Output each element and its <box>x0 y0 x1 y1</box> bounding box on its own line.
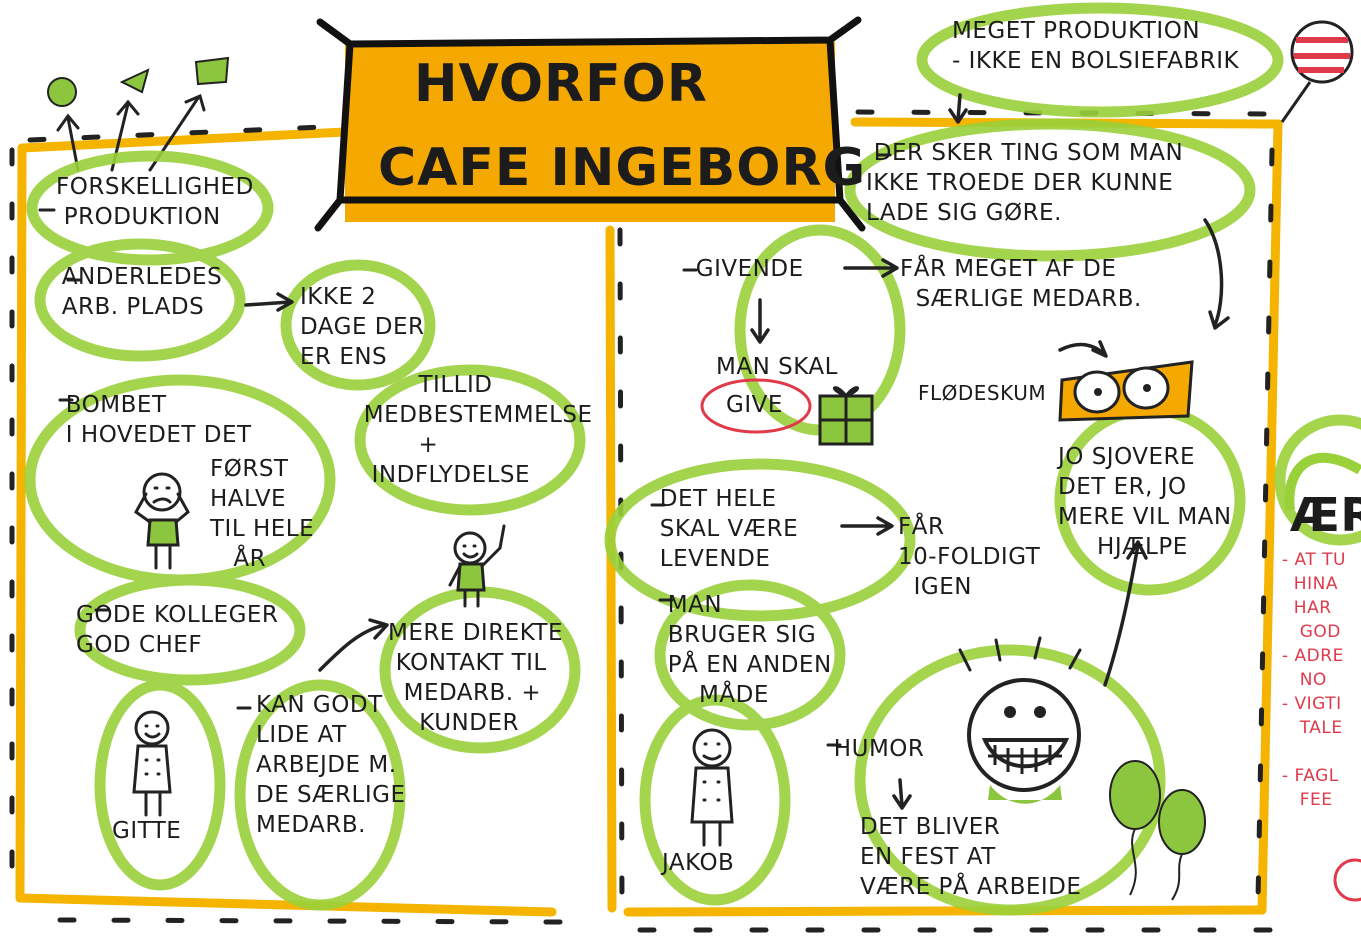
note-anderledes: ANDERLEDES ARB. PLADS <box>61 264 223 320</box>
note-humor: HUMOR <box>826 736 925 762</box>
left-panel-dashes <box>9 123 625 925</box>
note-det-hele: DET HELE SKAL VÆRE LEVENDE <box>659 486 799 572</box>
note-kan-godt: KAN GODT LIDE AT ARBEJDE M. DE SÆRLIGE M… <box>256 692 406 838</box>
note-give: GIVE <box>726 392 783 418</box>
thumbs-up-person-icon <box>448 524 506 608</box>
note-det-bliver: DET BLIVER EN FEST AT VÆRE PÅ ARBEIDE <box>860 814 1082 900</box>
cutoff-heading: ÆRI <box>1290 488 1361 542</box>
note-mere-direkte: MERE DIREKTE KONTAKT TIL MEDARB. + KUNDE… <box>388 620 564 736</box>
note-forskellighed: FORSKELLIGHED PRODUKTION <box>56 174 254 230</box>
note-ikke-2-dage: IKKE 2 DAGE DER ER ENS <box>300 284 425 370</box>
gift-icon <box>818 386 874 446</box>
balloons-icon <box>1109 760 1206 901</box>
note-meget-produktion: MEGET PRODUKTION - IKKE EN BOLSIEFABRIK <box>952 18 1240 74</box>
title-banner <box>314 16 866 232</box>
right-cutoff-loop <box>1284 452 1361 511</box>
whipped-cream-icon <box>1058 360 1194 422</box>
note-tillid: TILLID MEDBESTEMMELSE + INDFLYDELSE <box>363 372 593 488</box>
note-der-sker: DER SKER TING SOM MAN IKKE TROEDE DER KU… <box>866 140 1184 226</box>
grin-face-icon <box>958 636 1082 804</box>
connector-arrows <box>244 93 1230 810</box>
note-man-bruger: MAN BRUGER SIG PÅ EN ANDEN MÅDE <box>667 592 832 708</box>
note-forst-halve: FØRST HALVE TIL HELE ÅR <box>210 456 315 572</box>
note-jo-sjovere: JO SJOVERE DET ER, JO MERE VIL MAN HJÆLP… <box>1058 444 1232 560</box>
note-man-skal: MAN SKAL <box>716 354 838 380</box>
name-gitte: GITTE <box>112 818 182 844</box>
name-jakob: JAKOB <box>662 850 735 876</box>
right-panel-dashes <box>637 109 1275 933</box>
shapes-icon <box>47 56 230 172</box>
cutoff-notes: - AT TU HINA HAR GOD - ADRE NO - VIGTI T… <box>1282 550 1346 810</box>
jakob-figure-icon <box>690 728 734 847</box>
gitte-figure-icon <box>132 710 172 817</box>
lollipop-icon <box>1280 20 1354 123</box>
right-cutoff-circle <box>1333 858 1361 902</box>
note-gode-kolleger: GODE KOLLEGER GOD CHEF <box>76 602 279 658</box>
left-panel-frame <box>15 127 617 917</box>
note-faar-meget: FÅR MEGET AF DE SÆRLIGE MEDARB. <box>900 256 1142 312</box>
title-line-2: CAFE INGEBORG <box>378 138 867 198</box>
bullet-dashes <box>38 153 892 747</box>
note-flodeskum: FLØDESKUM <box>918 381 1047 405</box>
note-faar-10: FÅR 10-FOLDIGT IGEN <box>898 514 1041 600</box>
note-bombet: BOMBET I HOVEDET DET <box>65 392 252 448</box>
title-line-1: HVORFOR <box>414 54 708 114</box>
give-red-circle <box>700 378 812 434</box>
worried-person-icon <box>134 472 190 570</box>
note-givende: GIVENDE <box>688 256 804 282</box>
